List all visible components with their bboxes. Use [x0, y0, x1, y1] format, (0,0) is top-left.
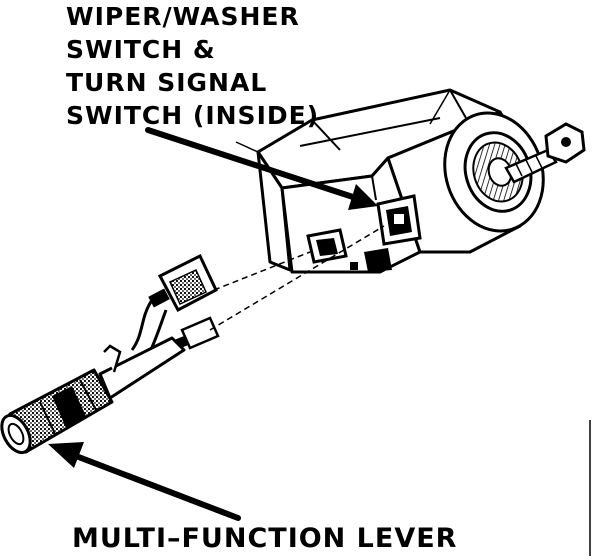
switch-callout-arrow: [145, 127, 378, 210]
lever-callout-label: MULTI–FUNCTION LEVER: [72, 523, 458, 554]
reference-lines: [209, 89, 451, 331]
switch-callout-label: WIPER/WASHER SWITCH & TURN SIGNAL SWITCH…: [66, 0, 319, 132]
switch-callout-line: TURN SIGNAL: [66, 68, 268, 97]
harness-connector: [130, 253, 218, 357]
switch-window: [306, 194, 422, 264]
steering-shaft-bolt: [504, 122, 586, 184]
lever-callout-arrow: [48, 442, 241, 521]
switch-callout-line: SWITCH &: [66, 35, 216, 64]
switch-callout-line: WIPER/WASHER: [66, 2, 300, 31]
multi-function-lever: [0, 336, 186, 455]
switch-callout-line: SWITCH (INSIDE): [66, 101, 320, 130]
